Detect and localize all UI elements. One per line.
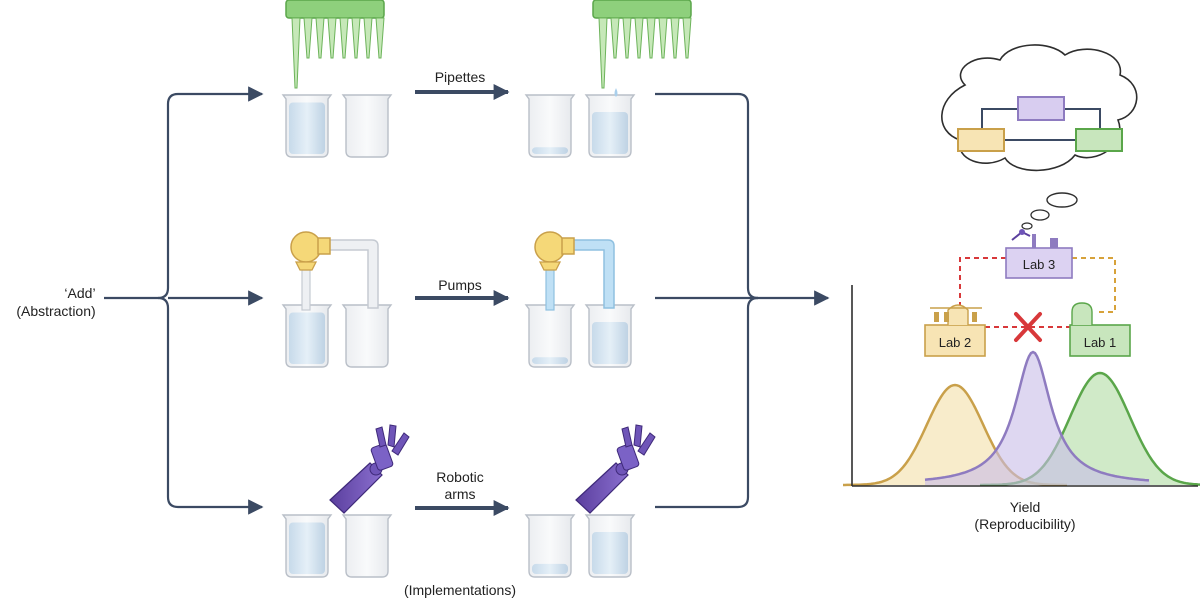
- axis-label-line2: (Reproducibility): [974, 516, 1075, 532]
- workflow-yellow-box: [957, 128, 1005, 152]
- incompatible-x-icon: [1014, 312, 1042, 342]
- labs-network: Lab 3 Lab 2 Lab 1: [924, 229, 1131, 357]
- beaker: [281, 94, 333, 158]
- beaker: [524, 514, 576, 578]
- lab2-label: Lab 2: [939, 335, 972, 350]
- beaker: [341, 94, 393, 158]
- abstraction-line2: (Abstraction): [16, 303, 95, 319]
- beaker: [584, 514, 636, 578]
- abstraction-line1: ‘Add’: [64, 285, 95, 301]
- reproducibility-chart: Yield (Reproducibility): [843, 285, 1200, 532]
- thought-cloud: [941, 44, 1138, 230]
- method-labels: Pipettes Pumps Robotic arms (Implementat…: [404, 69, 516, 598]
- pump-left: [290, 231, 379, 311]
- beaker: [524, 94, 576, 158]
- left-brace: [104, 86, 264, 515]
- robotic-arm-right: [575, 424, 656, 514]
- pipettes-label: Pipettes: [435, 69, 486, 85]
- beaker: [341, 304, 393, 368]
- water-droplet-icon: [614, 88, 618, 97]
- robotic-arm-left: [329, 424, 410, 514]
- beaker: [281, 304, 333, 368]
- abstraction-label: ‘Add’ (Abstraction): [16, 285, 95, 319]
- lab2-box: Lab 2: [924, 304, 986, 357]
- beaker: [281, 514, 333, 578]
- pipette-head-right: [592, 0, 692, 89]
- beaker: [341, 514, 393, 578]
- beakers-group: [281, 94, 636, 578]
- lab1-label: Lab 1: [1084, 335, 1117, 350]
- beaker: [524, 304, 576, 368]
- lab3-box: Lab 3: [1005, 229, 1073, 279]
- pumps-label: Pumps: [438, 277, 482, 293]
- implementations-label: (Implementations): [404, 582, 516, 598]
- robotic-label-line1: Robotic: [436, 469, 483, 485]
- workflow-green-box: [1075, 128, 1123, 152]
- beaker: [584, 94, 636, 158]
- beaker: [584, 304, 636, 368]
- right-brace: [655, 92, 830, 509]
- lab3-label: Lab 3: [1023, 257, 1056, 272]
- robotic-label-line2: arms: [444, 486, 475, 502]
- pipette-head-left: [285, 0, 385, 89]
- axis-label-line1: Yield: [1010, 499, 1041, 515]
- pump-right: [534, 231, 615, 311]
- workflow-purple-box: [1017, 96, 1065, 121]
- lab1-box: Lab 1: [1069, 302, 1131, 357]
- method-arrows: [415, 84, 510, 516]
